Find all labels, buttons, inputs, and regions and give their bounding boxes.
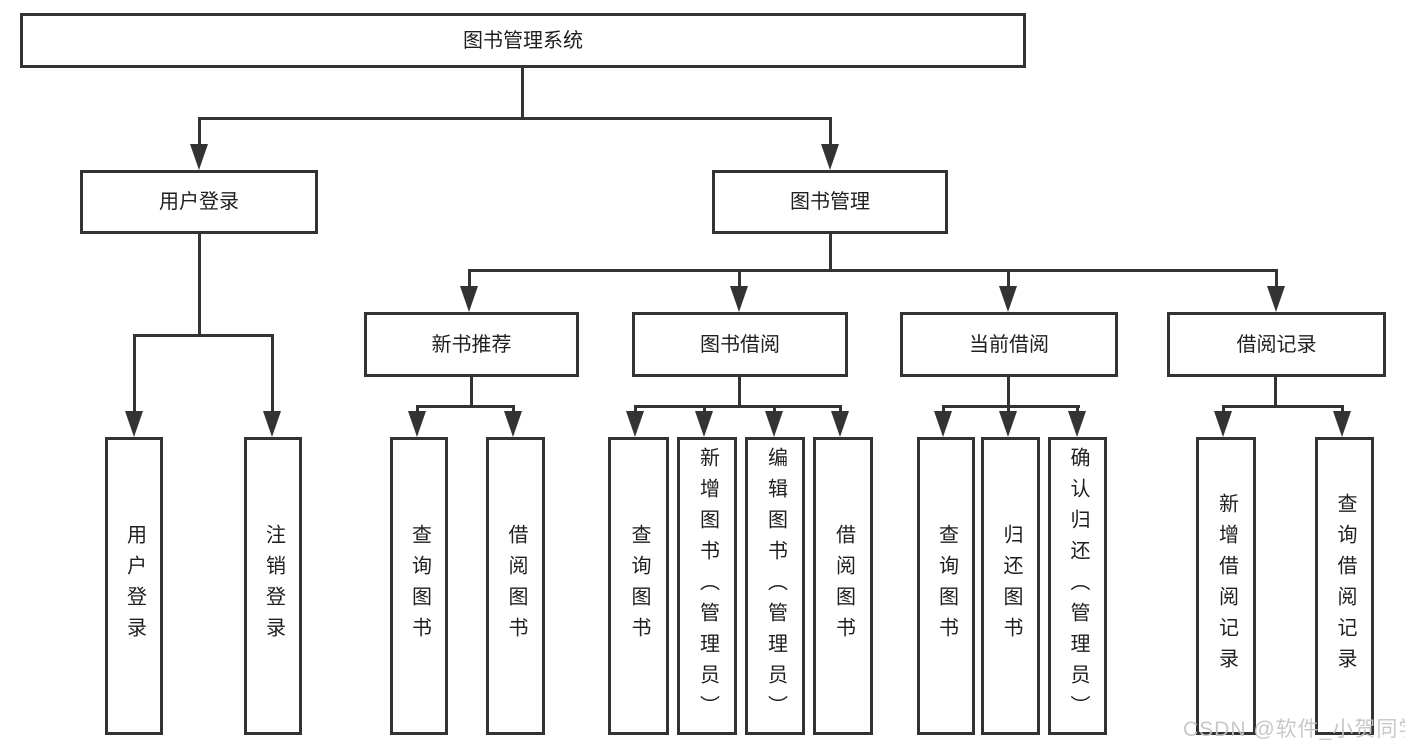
watermark: CSDN @软件_小贺同学 bbox=[1183, 718, 1405, 741]
node-label: 图书借阅 bbox=[700, 333, 780, 356]
connector-line bbox=[634, 405, 637, 415]
arrow-head bbox=[125, 411, 143, 437]
leaf-label: 查询图书 bbox=[935, 524, 958, 648]
node-current-borrow: 当前借阅 bbox=[900, 312, 1118, 377]
leaf-label: 借阅图书 bbox=[505, 524, 527, 648]
node-label: 新书推荐 bbox=[431, 333, 512, 356]
node-label: 用户登录 bbox=[159, 191, 239, 213]
leaf-label: 新增借阅记录 bbox=[1215, 493, 1238, 679]
arrow-head bbox=[821, 144, 839, 170]
connector-line bbox=[198, 234, 201, 337]
connector-line bbox=[468, 269, 471, 288]
connector-line bbox=[942, 405, 1080, 408]
connector-line bbox=[198, 117, 201, 148]
connector-line bbox=[416, 405, 515, 408]
connector-line bbox=[133, 334, 136, 413]
connector-line bbox=[512, 405, 515, 415]
connector-line bbox=[738, 269, 741, 288]
leaf-return-book: 归还图书 bbox=[981, 437, 1040, 735]
leaf-query-book-recommend: 查询图书 bbox=[390, 437, 448, 735]
leaf-label: 确认归还（管理员） bbox=[1067, 446, 1089, 726]
connector-line bbox=[839, 405, 842, 415]
connector-line bbox=[470, 377, 473, 408]
arrow-head bbox=[190, 144, 208, 170]
leaf-borrow-book: 借阅图书 bbox=[813, 437, 873, 735]
connector-line bbox=[1275, 269, 1278, 288]
node-label: 图书管理系统 bbox=[463, 29, 583, 52]
connector-line bbox=[1007, 269, 1010, 288]
leaf-label: 注销登录 bbox=[262, 524, 285, 648]
leaf-logout: 注销登录 bbox=[244, 437, 302, 735]
node-label: 当前借阅 bbox=[969, 333, 1049, 356]
arrow-head bbox=[626, 411, 644, 437]
leaf-user-login: 用户登录 bbox=[105, 437, 163, 735]
arrow-head bbox=[831, 411, 849, 437]
leaf-label: 用户登录 bbox=[123, 524, 146, 648]
connector-line bbox=[271, 334, 274, 413]
connector-line bbox=[1007, 377, 1010, 408]
leaf-edit-book-admin: 编辑图书（管理员） bbox=[745, 437, 805, 735]
connector-line bbox=[1341, 405, 1344, 415]
arrow-head bbox=[765, 411, 783, 437]
arrow-head bbox=[730, 286, 748, 312]
connector-line bbox=[829, 117, 832, 148]
arrow-head bbox=[1267, 286, 1285, 312]
leaf-confirm-return-admin: 确认归还（管理员） bbox=[1048, 437, 1107, 735]
connector-line bbox=[521, 68, 524, 120]
connector-line bbox=[738, 377, 741, 408]
leaf-label: 新增图书（管理员） bbox=[696, 446, 719, 726]
leaf-add-book-admin: 新增图书（管理员） bbox=[677, 437, 737, 735]
arrow-head bbox=[1333, 411, 1351, 437]
leaf-query-current-borrow: 查询图书 bbox=[917, 437, 975, 735]
arrow-head bbox=[1214, 411, 1232, 437]
leaf-label: 查询图书 bbox=[628, 524, 650, 648]
node-user-login: 用户登录 bbox=[80, 170, 318, 234]
arrow-head bbox=[934, 411, 952, 437]
arrow-head bbox=[695, 411, 713, 437]
connector-line bbox=[1222, 405, 1344, 408]
arrow-head bbox=[263, 411, 281, 437]
connector-line bbox=[1076, 405, 1079, 415]
connector-line bbox=[773, 405, 776, 415]
leaf-borrow-book-recommend: 借阅图书 bbox=[486, 437, 545, 735]
connector-line bbox=[416, 405, 419, 415]
leaf-add-borrow-record: 新增借阅记录 bbox=[1196, 437, 1256, 735]
node-label: 借阅记录 bbox=[1236, 333, 1317, 356]
node-new-book-recommend: 新书推荐 bbox=[364, 312, 579, 377]
connector-line bbox=[198, 117, 832, 120]
arrow-head bbox=[999, 286, 1017, 312]
arrow-head bbox=[460, 286, 478, 312]
arrow-head bbox=[504, 411, 522, 437]
leaf-label: 查询图书 bbox=[408, 524, 431, 648]
connector-line bbox=[634, 405, 842, 408]
connector-line bbox=[942, 405, 945, 415]
connector-line bbox=[133, 334, 274, 337]
leaf-label: 归还图书 bbox=[1000, 524, 1022, 648]
node-book-borrow: 图书借阅 bbox=[632, 312, 848, 377]
leaf-label: 借阅图书 bbox=[832, 524, 855, 648]
node-library-system: 图书管理系统 bbox=[20, 13, 1026, 68]
leaf-query-book: 查询图书 bbox=[608, 437, 669, 735]
arrow-head bbox=[408, 411, 426, 437]
leaf-label: 查询借阅记录 bbox=[1334, 493, 1356, 679]
connector-line bbox=[1007, 405, 1010, 415]
connector-line bbox=[468, 269, 1278, 272]
connector-line bbox=[1274, 377, 1277, 408]
leaf-query-borrow-record: 查询借阅记录 bbox=[1315, 437, 1374, 735]
connector-line bbox=[829, 234, 832, 272]
arrow-head bbox=[999, 411, 1017, 437]
leaf-label: 编辑图书（管理员） bbox=[764, 446, 787, 726]
node-borrow-records: 借阅记录 bbox=[1167, 312, 1386, 377]
connector-line bbox=[1222, 405, 1225, 415]
node-label: 图书管理 bbox=[790, 191, 870, 213]
node-book-management: 图书管理 bbox=[712, 170, 948, 234]
connector-line bbox=[703, 405, 706, 415]
arrow-head bbox=[1068, 411, 1086, 437]
